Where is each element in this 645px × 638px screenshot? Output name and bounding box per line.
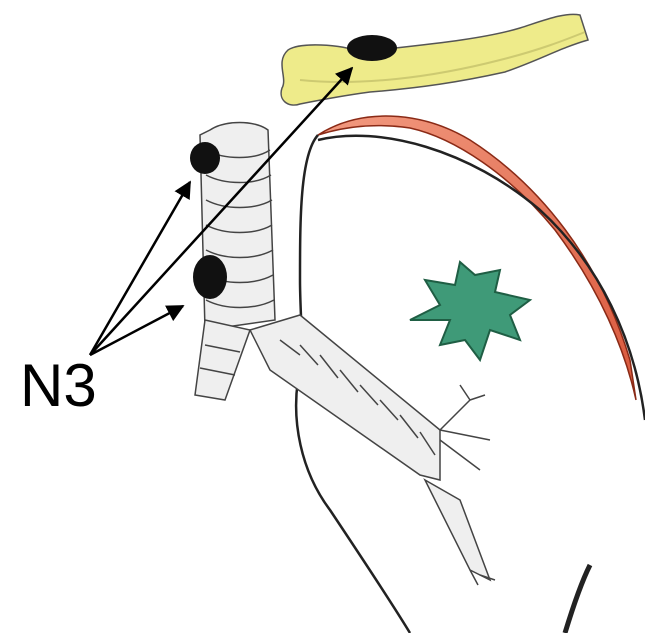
supraclavicular-lymph-node bbox=[347, 35, 397, 61]
clavicle bbox=[281, 14, 588, 105]
left-bronchus bbox=[195, 320, 250, 400]
upper-paratracheal-lymph-node bbox=[190, 142, 220, 174]
lower-paratracheal-lymph-node bbox=[193, 255, 227, 299]
right-bronchus bbox=[250, 315, 495, 585]
n3-label: N3 bbox=[20, 356, 97, 416]
tumor bbox=[410, 262, 530, 360]
